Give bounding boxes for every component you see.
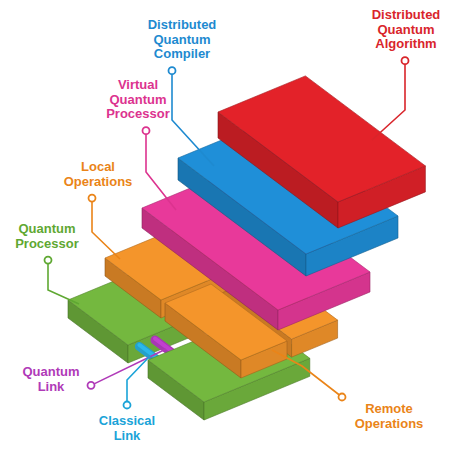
layer-label: Classical Link <box>92 414 162 443</box>
leader-dot <box>143 127 150 134</box>
layer-label: Distributed Quantum Algorithm <box>356 8 456 52</box>
leader-line <box>146 131 176 210</box>
leader-line <box>172 71 214 166</box>
leader-dot <box>88 382 95 389</box>
leader-dot <box>89 195 96 202</box>
layer-label: Distributed Quantum Compiler <box>132 18 232 62</box>
leader-dot <box>169 67 176 74</box>
leader-dot <box>402 57 409 64</box>
layer-label: Virtual Quantum Processor <box>92 78 184 122</box>
leader-line <box>48 260 79 304</box>
algorithm-slab <box>218 76 425 202</box>
leader-dot <box>339 394 346 401</box>
layer-label: Quantum Processor <box>10 222 84 251</box>
layer-label: Remote Operations <box>348 402 430 431</box>
layer-label: Local Operations <box>60 160 136 189</box>
leader-line <box>272 350 342 397</box>
leader-line <box>127 356 150 405</box>
leader-dot <box>45 257 52 264</box>
layer-label: Quantum Link <box>20 365 82 394</box>
leader-line <box>91 349 166 385</box>
leader-dot <box>124 402 131 409</box>
leader-line <box>372 61 405 140</box>
leader-line <box>92 198 120 259</box>
